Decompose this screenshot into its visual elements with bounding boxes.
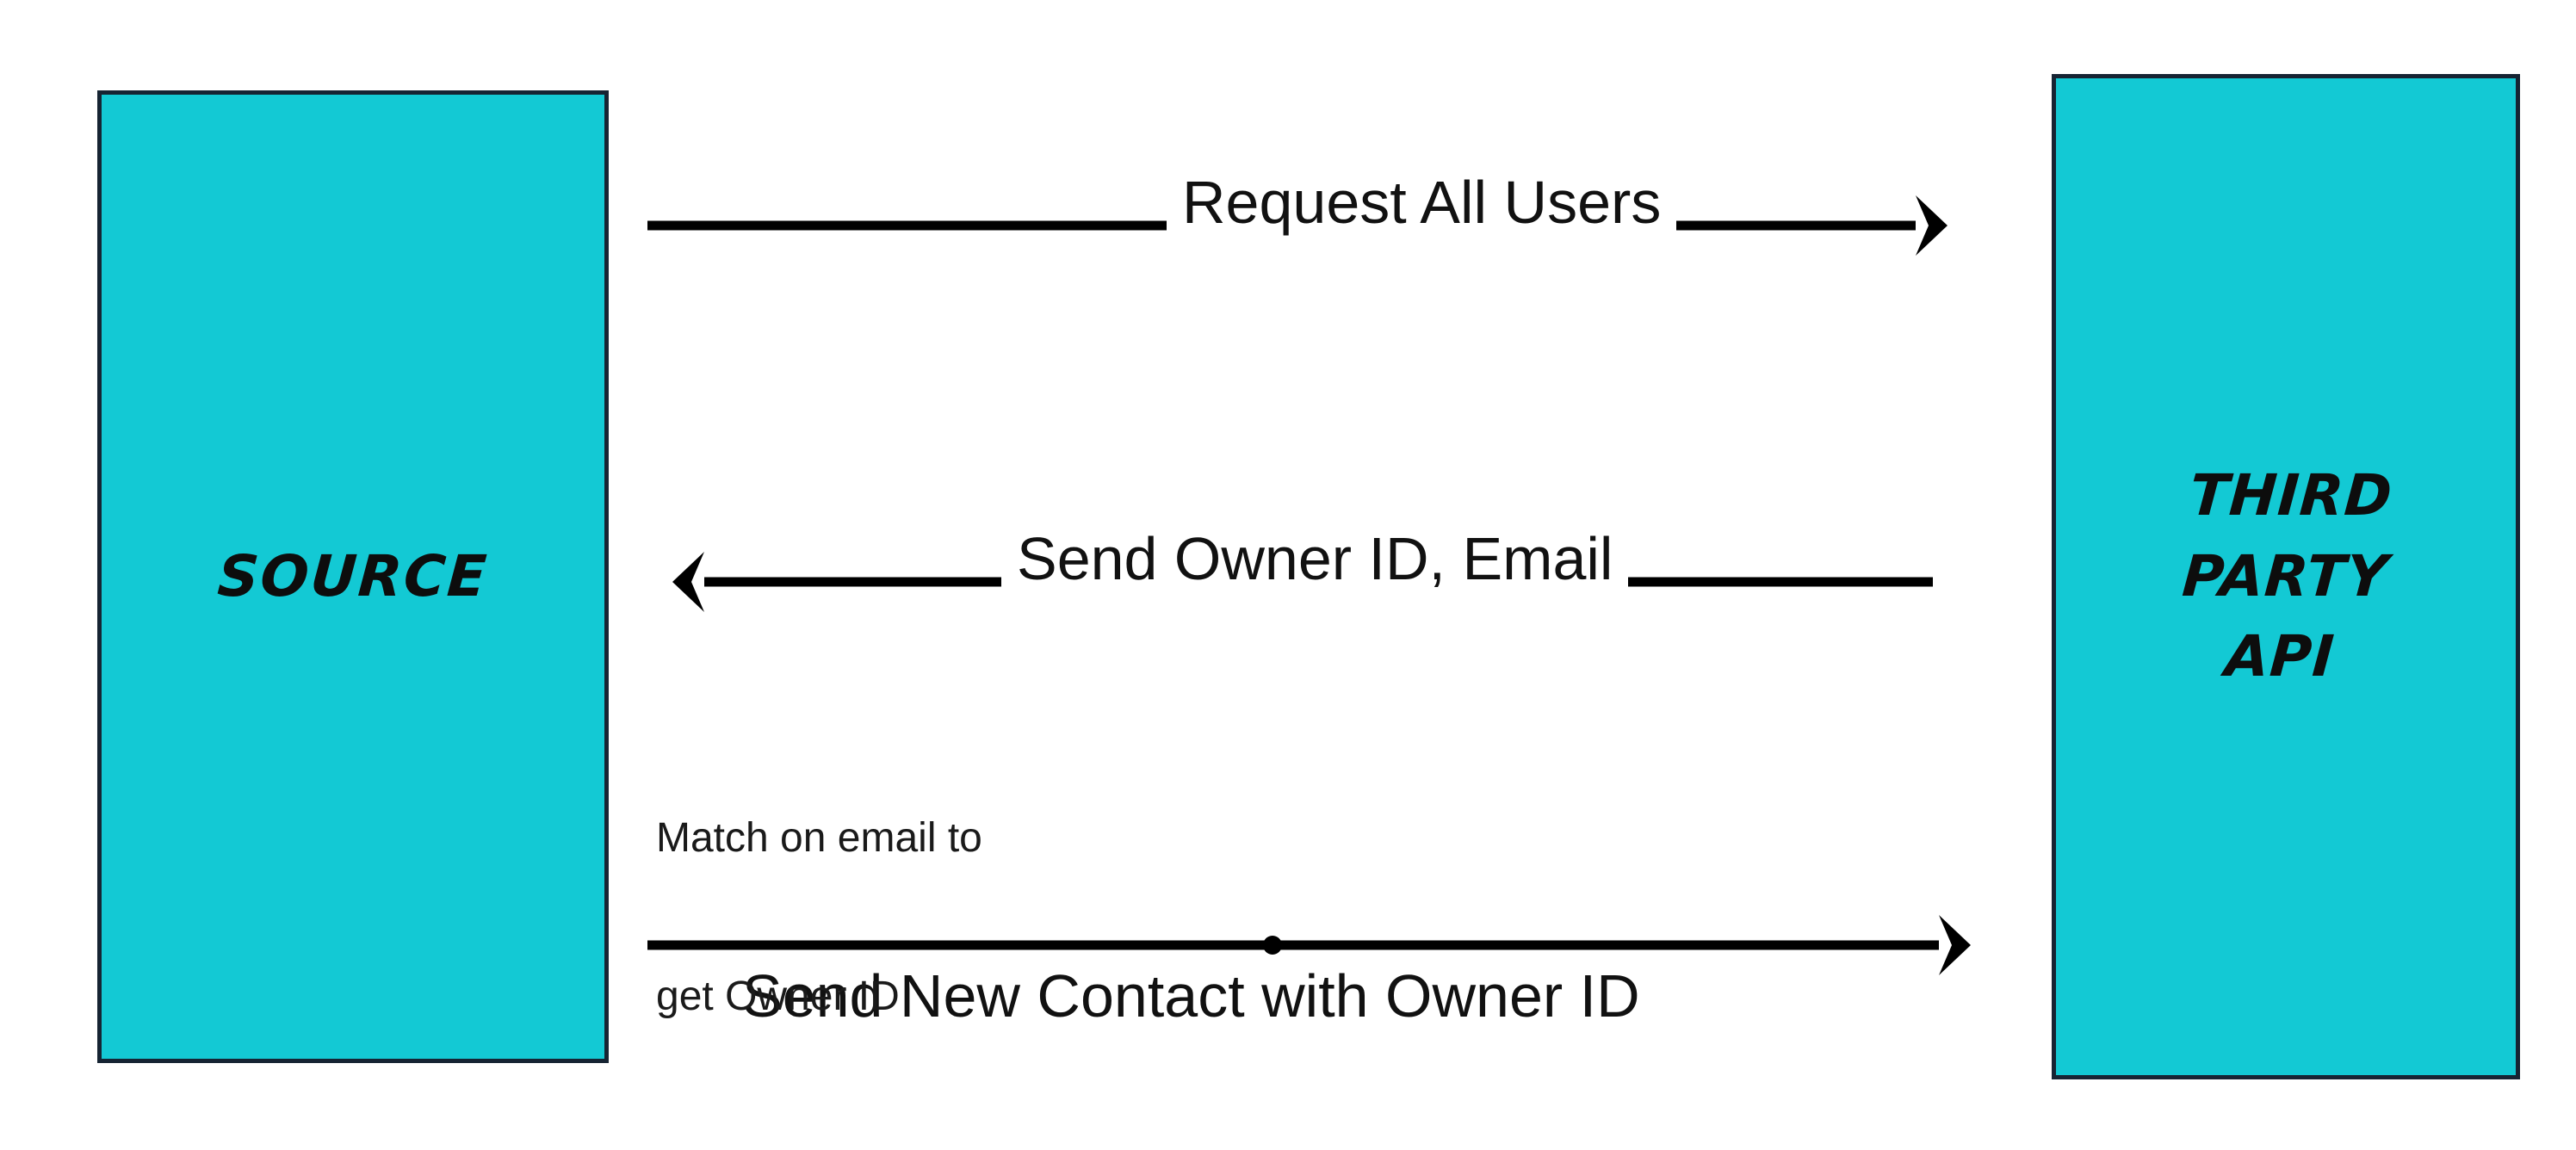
actor-label-source-line-1: Source (215, 543, 491, 610)
actor-label-third-party-api-line-2: Party (2180, 543, 2392, 610)
message-label-send-owner-id-email: Send Owner ID, Email (1001, 529, 1629, 589)
arrowhead-left-send-owner-id-email (672, 552, 704, 612)
note-match-on-email-line-1: Match on email to (656, 814, 982, 861)
message-label-send-new-contact: Send New Contact with Owner ID (742, 962, 1640, 1029)
actor-label-third-party-api: Third Party API (2175, 455, 2398, 697)
arrowhead-right-request-all-users (1916, 195, 1947, 256)
actor-label-third-party-api-line-3: API (2223, 623, 2338, 690)
arrowhead-right-send-new-contact (1939, 915, 1971, 975)
actor-label-third-party-api-line-1: Third (2188, 462, 2395, 529)
actor-box-source[interactable]: Source (97, 90, 609, 1063)
note-match-on-email-line-2: get Owner ID (656, 974, 900, 1020)
actor-box-third-party-api[interactable]: Third Party API (2052, 74, 2520, 1079)
midpoint-dot-send-new-contact (1263, 936, 1282, 955)
note-match-on-email: Match on email to get Owner ID (656, 706, 982, 1129)
message-label-request-all-users: Request All Users (1167, 172, 1677, 232)
actor-label-source: Source (215, 536, 491, 617)
